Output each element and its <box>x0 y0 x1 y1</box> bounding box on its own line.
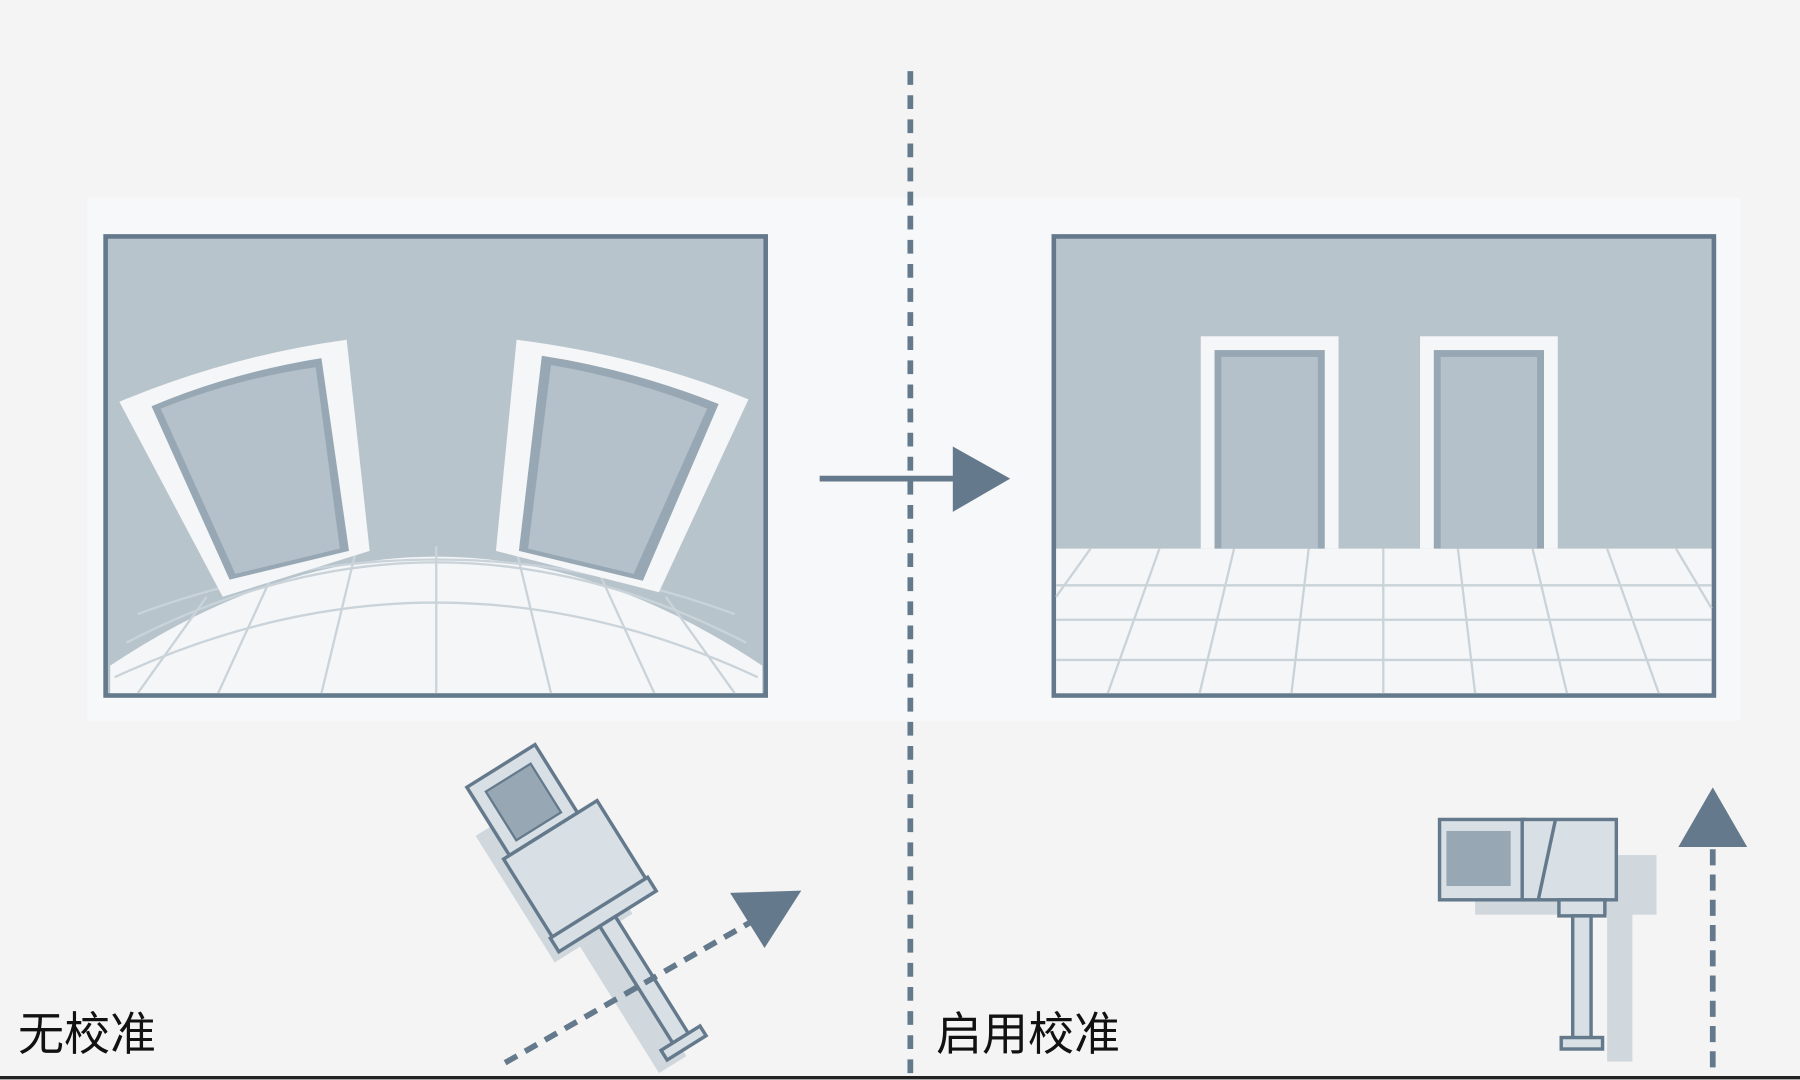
corrected-image <box>1051 234 1717 698</box>
tilted-camera-icon <box>464 742 709 1074</box>
up-arrow-icon <box>1678 787 1748 1074</box>
distorted-image <box>103 234 768 698</box>
right-arrow-icon <box>819 446 1011 512</box>
without-calibration-label: 无校准 <box>18 1007 156 1061</box>
diagonal-arrow-icon <box>503 890 802 1066</box>
level-camera-icon <box>1437 817 1657 1062</box>
with-calibration-label: 启用校准 <box>936 1007 1120 1061</box>
